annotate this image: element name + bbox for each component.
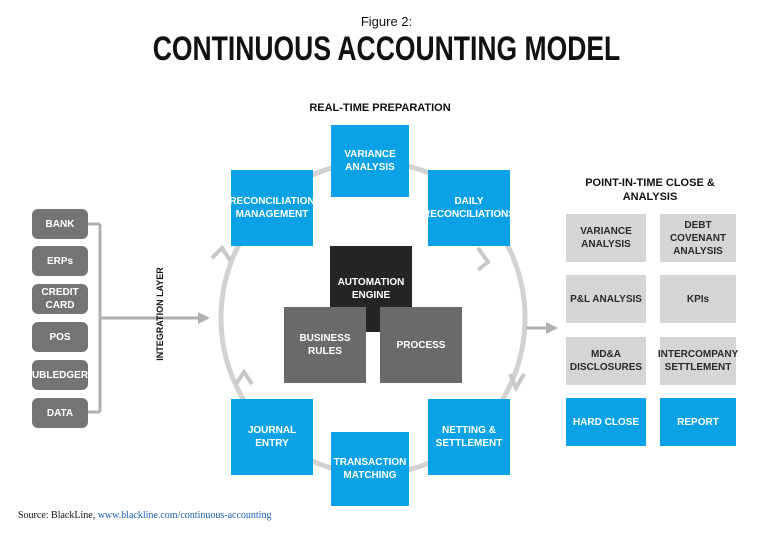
close-report: REPORT [660, 398, 736, 446]
ring-arrow-upper-right [476, 246, 491, 272]
ring-arrow-left [234, 368, 254, 386]
point-in-time-label: POINT-IN-TIME CLOSE & ANALYSIS [585, 177, 715, 203]
cycle-reconciliation-management: RECONCILIATION MANAGEMENT [229, 170, 315, 246]
cycle-netting-settlement: NETTING & SETTLEMENT [428, 399, 510, 475]
close-mda-disclosures: MD&A DISCLOSURES [566, 337, 646, 385]
close-debt-covenant-analysis: DEBT COVENANT ANALYSIS [660, 214, 736, 262]
cycle-transaction-matching: TRANSACTION MATCHING [331, 432, 409, 506]
close-kpis: KPIs [660, 275, 736, 323]
source-data: DATA [32, 398, 88, 428]
source-subledgers: SUBLEDGERS [25, 360, 95, 390]
figure-label: Figure 2: [360, 14, 413, 29]
business-rules: BUSINESS RULES [284, 307, 366, 383]
process: PROCESS [380, 307, 462, 383]
integration-label: INTEGRATION LAYER [155, 267, 165, 361]
close-variance-analysis: VARIANCE ANALYSIS [566, 214, 646, 262]
source-note: Source: BlackLine, www.blackline.com/con… [18, 510, 271, 521]
source-prefix: Source: BlackLine, [18, 510, 96, 521]
source-credit-card: CREDIT CARD [32, 284, 88, 314]
cycle-variance-analysis: VARIANCE ANALYSIS [331, 125, 409, 197]
source-pos: POS [32, 322, 88, 352]
ring-arrow-right [508, 373, 526, 393]
close-hard-close: HARD CLOSE [566, 398, 646, 446]
source-erps: ERPs [32, 246, 88, 276]
cycle-daily-reconciliations: DAILY RECONCILIATIONS [423, 170, 515, 246]
close-intercompany-settlement: INTERCOMPANY SETTLEMENT [658, 337, 738, 385]
diagram-title: CONTINUOUS ACCOUNTING MODEL [152, 30, 621, 68]
source-link[interactable]: www.blackline.com/continuous-accounting [97, 510, 272, 521]
cycle-journal-entry: JOURNAL ENTRY [231, 399, 313, 475]
ring-arrow-upper-left [210, 244, 232, 262]
close-pl-analysis: P&L ANALYSIS [566, 275, 646, 323]
source-bank: BANK [32, 209, 88, 239]
real-time-label: REAL-TIME PREPARATION [309, 102, 451, 114]
